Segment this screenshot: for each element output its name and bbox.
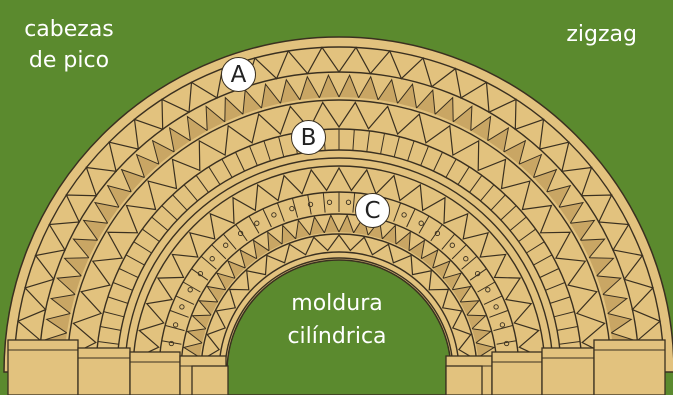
label-cabezas-de-pico-line1: cabezas	[10, 14, 128, 45]
label-cabezas-de-pico-line2: de pico	[10, 45, 128, 76]
label-zigzag: zigzag	[566, 19, 637, 50]
marker-b: B	[291, 120, 326, 155]
label-moldura-cilindrica-line2: cilíndrica	[258, 320, 416, 353]
marker-c: C	[355, 193, 390, 228]
label-moldura-cilindrica-line1: moldura	[258, 287, 416, 320]
label-moldura-cilindrica: moldura cilíndrica	[258, 287, 416, 353]
marker-a: A	[221, 57, 256, 92]
impost-block	[492, 352, 542, 395]
jamb-block-right	[446, 366, 482, 395]
jamb-block-left	[192, 366, 228, 395]
impost-block	[594, 340, 665, 395]
impost-block	[78, 348, 130, 395]
impost-block	[8, 340, 78, 395]
impost-block	[542, 348, 594, 395]
impost-block	[130, 352, 180, 395]
label-cabezas-de-pico: cabezas de pico	[10, 14, 128, 76]
